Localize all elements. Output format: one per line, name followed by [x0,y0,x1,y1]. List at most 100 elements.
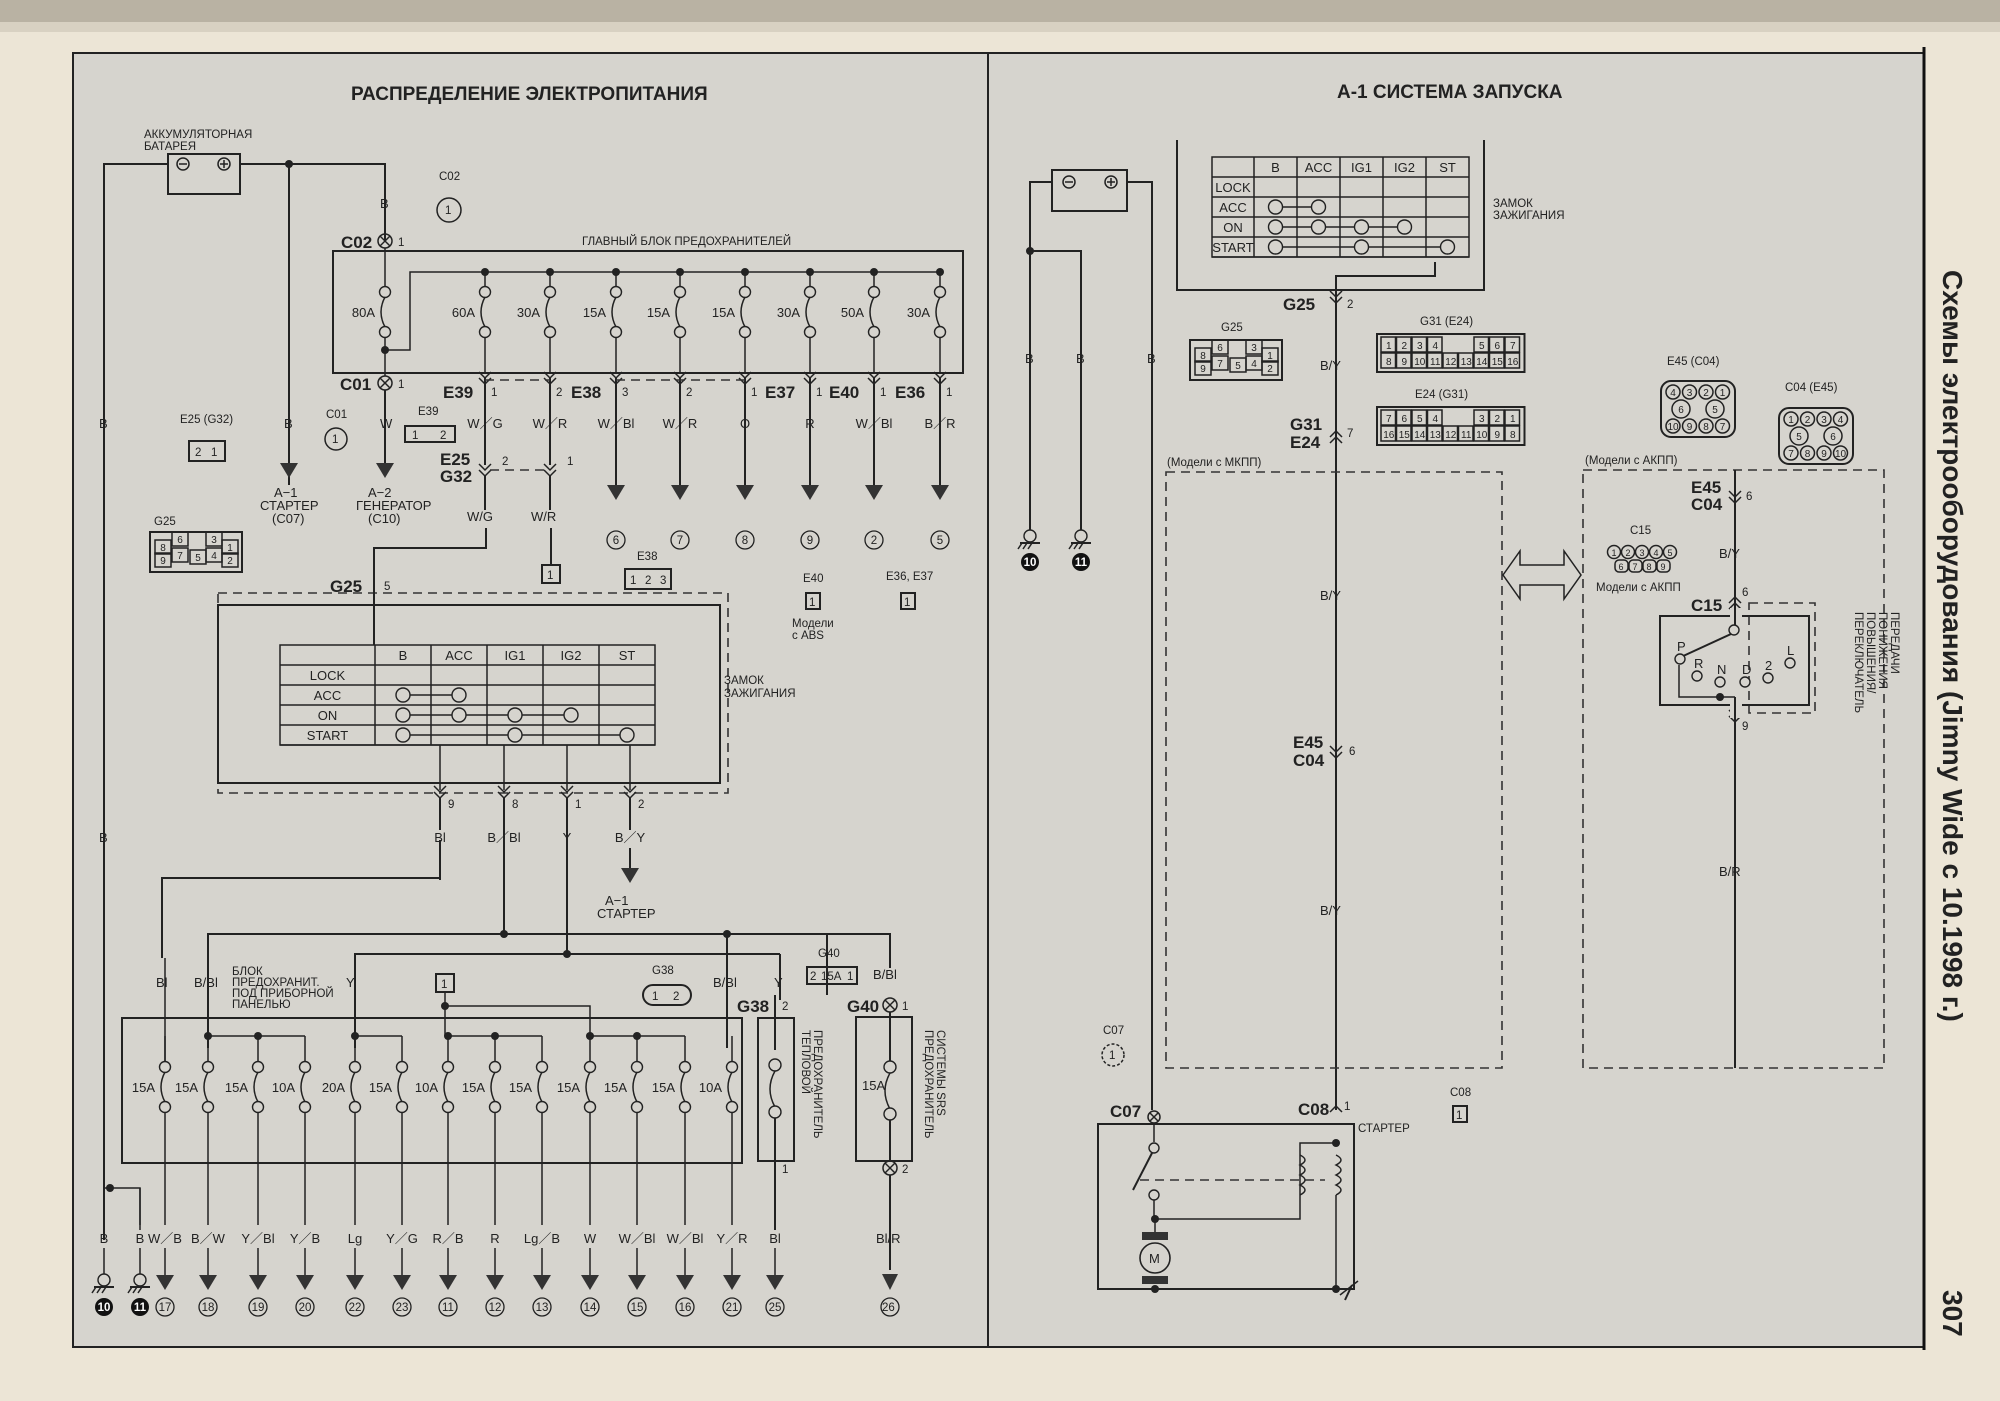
pin-number: 1 [630,575,636,587]
pin-number: 1 [1386,341,1392,352]
pin-number: 2 [502,456,508,468]
pin-number: 4 [1838,415,1844,426]
dest-marker [95,1298,113,1316]
ground-icon [1023,529,1037,543]
pin-number: 3 [1251,343,1257,354]
pin-number: 9 [448,799,454,811]
fuse-rating: 80A [352,305,375,320]
wire-label: R／B [432,1231,463,1246]
pin-number: 3 [622,387,628,399]
dest-marker [248,1297,268,1317]
arrow-icon [723,1275,741,1290]
g25-label: G25 [330,577,362,596]
fuse-icon [443,1071,449,1103]
pin-number: 4 [1653,548,1658,558]
pin-number: 1 [491,387,497,399]
b-bl-bus [207,830,505,1048]
wg-wire [373,528,487,590]
pin-number: 9 [1494,430,1500,441]
pin-number: 2 [1625,548,1630,558]
pin-number: 4 [1670,388,1676,399]
fuse-terminal [630,1100,644,1114]
fuse-icon [480,296,486,328]
fuse-terminal [867,285,881,299]
c07-connector-icon [1101,1043,1125,1067]
g25-connector-title: G25 [1221,322,1243,334]
shift-position-contact [1714,676,1726,688]
pin-number: 4 [1432,414,1438,425]
fuse-rating: 50A [841,305,864,320]
fuse-terminal [738,325,752,339]
shift-position-label: P [1677,639,1686,654]
fuse-terminal [441,1100,455,1114]
pin-number: 8 [1646,562,1651,572]
fuse-icon [203,1071,209,1103]
dest-number: 8 [742,535,748,547]
fuse-terminal [201,1100,215,1114]
pin-number: 7 [1510,341,1516,352]
pin-number: 2 [195,447,201,459]
c01-label: C01 [340,375,371,394]
pin-number: 2 [227,556,233,567]
fuse-terminal [583,1100,597,1114]
pin-number: 15A [821,971,842,983]
pin-number: 6 [1401,414,1407,425]
arrow-icon [865,485,883,500]
fuse-terminal [298,1100,312,1114]
double-arrow-icon [1502,548,1582,602]
fuse-terminal [678,1100,692,1114]
fuse-terminal [441,1060,455,1074]
g31-connector-title: G31 (E24) [1420,316,1473,328]
g32-label: G32 [440,467,472,486]
c08-connector-icon [1452,1105,1468,1123]
fuse-icon [380,296,386,328]
pin-number: 1 [880,387,886,399]
fuse-icon [350,1071,356,1103]
motor-label: M [1149,1251,1160,1266]
g40-connector-title: G40 [818,948,840,960]
generator-ref: (C10) [368,511,401,526]
pin-number: 1 [652,991,658,1003]
pin-number: 6 [1830,432,1836,443]
wire-label: Bl [769,1231,781,1246]
c08-label: C08 [1298,1100,1329,1119]
c08-connector-title: C08 [1450,1087,1471,1099]
pin-number: 9 [1821,449,1827,460]
wire-label: B／R [924,416,955,431]
pin-number: 9 [1401,357,1407,368]
shift-position-contact [1762,672,1774,684]
pin-number: 2 [645,575,651,587]
switch-row: START [307,728,348,743]
pin-number: 1 [946,387,952,399]
wire-label: B/Y [1320,358,1341,373]
fuse-terminal [251,1060,265,1074]
pin-number: 2 [1494,414,1500,425]
fuse-rating: 15A [862,1078,885,1093]
pin-number: 8 [160,543,166,554]
shift-switch-label-4: ПЕРЕДАЧИ [1888,612,1900,674]
switch-contact [1310,199,1327,215]
pin-number: 1 [904,597,910,609]
wire-label: B [1147,351,1156,366]
panel-fuse-block-label: ПРЕДОХРАНИТ. [232,977,320,989]
main-fuse-block [332,250,964,374]
fuse-terminal [251,1100,265,1114]
switch-row: LOCK [310,668,346,683]
fuse-rating: 15A [652,1080,675,1095]
wire-label: W／R [663,416,698,431]
fuse-icon [632,1071,638,1103]
fuse-terminal [803,325,817,339]
wire-label: Bl [434,830,446,845]
dest-number: 20 [299,1302,312,1314]
shift-position-contact [1674,653,1686,665]
fuse-rating: 15A [647,305,670,320]
wire-label: B/Bl [713,975,737,990]
battery-label-1: АККУМУЛЯТОРНАЯ [144,129,252,141]
wire-label: Y／Bl [241,1231,274,1246]
dest-number: 13 [536,1302,549,1314]
fuse-icon [537,1071,543,1103]
pin-number: 7 [177,551,183,562]
battery-minus-icon [176,157,190,171]
wire-label: R [805,416,814,431]
pin-number: 8 [1805,449,1811,460]
